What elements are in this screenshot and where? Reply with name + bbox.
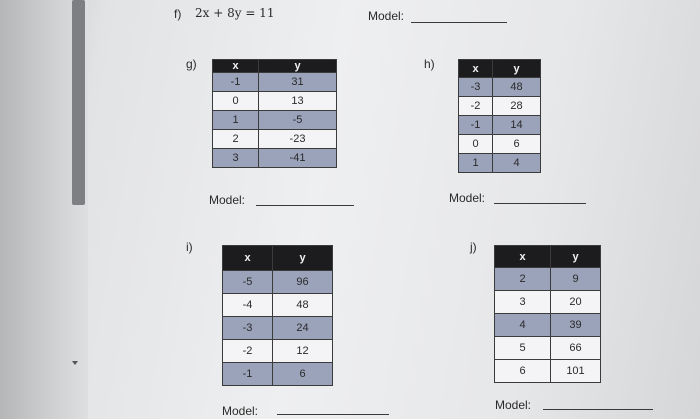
table-cell: 24: [272, 316, 333, 340]
problem-h-label: h): [424, 57, 435, 71]
table-cell: 0: [212, 91, 259, 111]
table-cell: -3: [222, 316, 273, 340]
table-cell: 6: [492, 134, 541, 154]
table-g-header-y: y: [258, 59, 337, 73]
table-h-header-x: x: [458, 59, 493, 78]
table-cell: 20: [550, 290, 601, 314]
table-g-header-x: x: [212, 59, 259, 73]
table-i-header-y: y: [272, 245, 333, 271]
problem-g-label: g): [186, 57, 197, 71]
table-cell: -5: [222, 270, 273, 294]
table-cell: 48: [492, 77, 541, 97]
table-cell: -3: [458, 77, 493, 97]
table-cell: -1: [458, 115, 493, 135]
table-cell: -23: [258, 129, 337, 149]
table-cell: 101: [550, 359, 601, 383]
problem-h-model-label: Model:: [449, 191, 486, 205]
problem-h-model-blank[interactable]: [494, 203, 586, 204]
problem-j-model-label: Model:: [495, 398, 532, 412]
table-cell: 6: [272, 362, 333, 386]
table-cell: 4: [492, 153, 541, 173]
table-cell: 1: [458, 153, 493, 173]
problem-i-model-label: Model:: [222, 404, 259, 418]
table-h-header-y: y: [492, 59, 541, 78]
table-cell: 2: [494, 267, 551, 291]
table-cell: 3: [212, 148, 259, 168]
scroll-down-arrow-icon[interactable]: [72, 361, 78, 365]
table-cell: 9: [550, 267, 601, 291]
problem-g-model-blank[interactable]: [256, 205, 354, 206]
table-j-header-y: y: [550, 245, 601, 268]
table-cell: 39: [550, 313, 601, 337]
table-j-header-x: x: [494, 245, 551, 268]
problem-i-label: i): [186, 240, 193, 254]
problem-j-model-blank[interactable]: [543, 409, 653, 410]
table-cell: 5: [494, 336, 551, 360]
table-cell: -1: [222, 362, 273, 386]
table-cell: 31: [258, 72, 337, 92]
problem-f-model-label: Model:: [368, 9, 405, 23]
problem-f-label: f): [174, 7, 182, 21]
table-cell: 48: [272, 293, 333, 317]
table-cell: 66: [550, 336, 601, 360]
problem-j-label: j): [470, 240, 477, 254]
table-cell: 14: [492, 115, 541, 135]
problem-i-model-blank[interactable]: [277, 414, 389, 415]
table-cell: 0: [458, 134, 493, 154]
table-cell: 96: [272, 270, 333, 294]
scrollbar-thumb[interactable]: [72, 0, 85, 205]
table-cell: 13: [258, 91, 337, 111]
problem-f-model-blank[interactable]: [411, 22, 507, 23]
table-cell: 3: [494, 290, 551, 314]
table-cell: 12: [272, 339, 333, 363]
problem-g-model-label: Model:: [209, 193, 246, 207]
table-i-header-x: x: [222, 245, 273, 271]
table-cell: -41: [258, 148, 337, 168]
table-cell: 28: [492, 96, 541, 116]
table-cell: 1: [212, 110, 259, 130]
problem-f-equation: 2x + 8y = 11: [195, 6, 275, 20]
table-cell: 4: [494, 313, 551, 337]
table-cell: -2: [458, 96, 493, 116]
table-cell: -5: [258, 110, 337, 130]
table-cell: -2: [222, 339, 273, 363]
table-cell: -1: [212, 72, 259, 92]
table-cell: 6: [494, 359, 551, 383]
table-cell: 2: [212, 129, 259, 149]
table-cell: -4: [222, 293, 273, 317]
